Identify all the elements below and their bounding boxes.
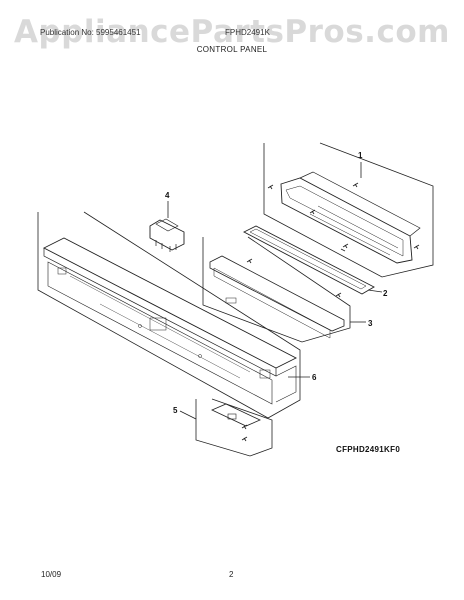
- watermark: AppliancePartsPros.com: [14, 14, 450, 50]
- part-6-cutout-mid: [149, 317, 167, 331]
- part-3-display-window: [225, 297, 237, 304]
- part-4-switch-body: [149, 219, 185, 251]
- part-3-group: 3: [202, 236, 373, 343]
- screw-icon: [246, 258, 253, 264]
- part-1-housing: [280, 177, 413, 264]
- part-6-outline: [37, 211, 301, 419]
- callout-2-label: 2: [383, 289, 388, 298]
- part-1-housing-top: [299, 171, 421, 237]
- screw-icon: [342, 243, 349, 249]
- part-2-gasket-inner: [249, 228, 367, 290]
- part-1-housing-inner: [285, 185, 404, 257]
- part-3-frame-outline: [202, 236, 351, 343]
- part-6-panel-lip: [43, 248, 277, 377]
- callout-6-label: 6: [312, 373, 317, 382]
- screw-icon: [340, 248, 346, 252]
- callout-4-label: 4: [165, 191, 170, 200]
- screw-icon: [241, 424, 248, 430]
- part-4-group: 4: [149, 191, 185, 252]
- part-6-cutout-left: [57, 267, 67, 275]
- part-6-inner-rib-2: [99, 303, 241, 379]
- part-1-group: 1: [263, 142, 434, 278]
- part-5-bracket: [211, 403, 261, 427]
- screw-icon: [335, 292, 342, 298]
- part-6-inner-rib: [69, 275, 251, 373]
- part-2-gasket: [243, 225, 375, 295]
- part-4-switch-top: [155, 218, 179, 232]
- part-1-screws: [267, 182, 420, 252]
- model-number: FPHD2491K: [225, 28, 270, 37]
- page-title: CONTROL PANEL: [196, 45, 268, 54]
- diagram-code: CFPHD2491KF0: [336, 445, 401, 454]
- part-5-outline: [195, 398, 273, 457]
- part-1-bracket-outline: [263, 142, 434, 278]
- screw-icon: [309, 209, 316, 215]
- part-3-panel: [209, 255, 345, 332]
- part-5-group: 5: [173, 398, 273, 457]
- part-6-hole: [198, 354, 202, 358]
- part-3-panel-face: [213, 267, 331, 339]
- part-2-group: 2: [243, 225, 388, 298]
- part-1-housing-slot: [309, 213, 391, 256]
- screw-icon: [413, 244, 420, 250]
- callout-2-leader: [367, 289, 383, 293]
- publication-number: Publication No: 5995461451: [40, 28, 141, 37]
- part-5-tab: [227, 413, 237, 420]
- callout-1-label: 1: [358, 151, 363, 160]
- page-number: 2: [229, 570, 234, 579]
- callout-3-label: 3: [368, 319, 373, 328]
- screw-icon: [267, 184, 274, 190]
- screw-icon: [241, 436, 248, 442]
- part-6-panel-back: [275, 365, 297, 403]
- part-6-panel-top: [43, 237, 297, 369]
- part-1-housing-slot-2: [317, 205, 399, 249]
- part-6-cutout-right: [259, 369, 271, 379]
- callout-5-label: 5: [173, 406, 178, 415]
- footer-date: 10/09: [41, 570, 62, 579]
- part-4-switch-terminals: [155, 240, 177, 252]
- part-6-panel-face: [47, 261, 273, 405]
- screw-icon: [352, 182, 359, 188]
- part-6-group: 6: [37, 211, 317, 419]
- part-6-hole: [138, 324, 142, 328]
- callout-5-leader: [179, 410, 197, 420]
